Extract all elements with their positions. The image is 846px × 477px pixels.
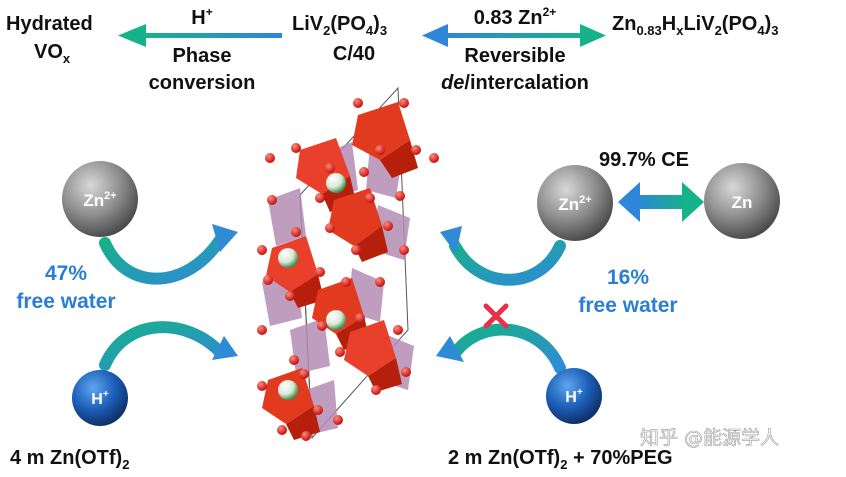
left-electrolyte: 4 m Zn(OTf)2 [10,447,129,472]
blocked-cross-icon [483,303,509,329]
zn-metal-label: Zn [732,193,753,212]
right-water-label: free water [578,294,677,317]
phase-label: Phase [173,45,232,67]
zn-ion-sphere-left [62,161,138,237]
hydrated-label: Hydrated [6,13,93,35]
h-ion-label-left: H+ [91,389,109,408]
left-arrow-head-top [212,224,238,252]
guest-ions [278,173,346,400]
coulombic-efficiency: 99.7% CE [599,149,689,171]
right-electrolyte: 2 m Zn(OTf)2 + 70%PEG [448,447,673,472]
left-water-percent: 47% [45,262,87,285]
left-arrow-head-bottom [212,336,238,360]
conversion-label: conversion [149,72,256,94]
crystal-structure [257,86,439,441]
watermark: 知乎 @能源学人 [640,427,779,449]
right-curved-arrows [449,240,566,374]
h-ion-sphere-left [72,370,128,426]
zn-amount-label: 0.83 Zn2+ [474,5,557,29]
zn-ion-label-left: Zn2+ [83,190,116,210]
zn-metal-sphere [704,163,780,239]
zn-ion-sphere-right [537,165,613,241]
left-curved-arrows [99,234,226,371]
zn-ion-label-right: Zn2+ [558,194,591,214]
right-water-percent: 16% [607,266,649,289]
vox-label: VOx [34,41,71,66]
intercalation-label: de/intercalation [441,72,589,94]
h-ion-sphere-right [546,368,602,424]
h-plus-label: H+ [191,5,212,29]
livpo-formula: LiV2(PO4)3 [292,13,387,38]
right-arrow-head-top [440,226,462,254]
product-formula: Zn0.83HxLiV2(PO4)3 [612,13,779,38]
oxygen-atoms [257,98,439,441]
h-ion-label-right: H+ [565,387,583,406]
left-water-label: free water [16,290,115,313]
reversible-label: Reversible [464,45,565,67]
reversible-intercalation-arrow [422,24,606,47]
plating-stripping-arrow [618,182,704,222]
rate-label: C/40 [333,43,375,65]
phase-conversion-arrow [118,24,282,47]
right-arrow-head-bottom [436,336,464,362]
